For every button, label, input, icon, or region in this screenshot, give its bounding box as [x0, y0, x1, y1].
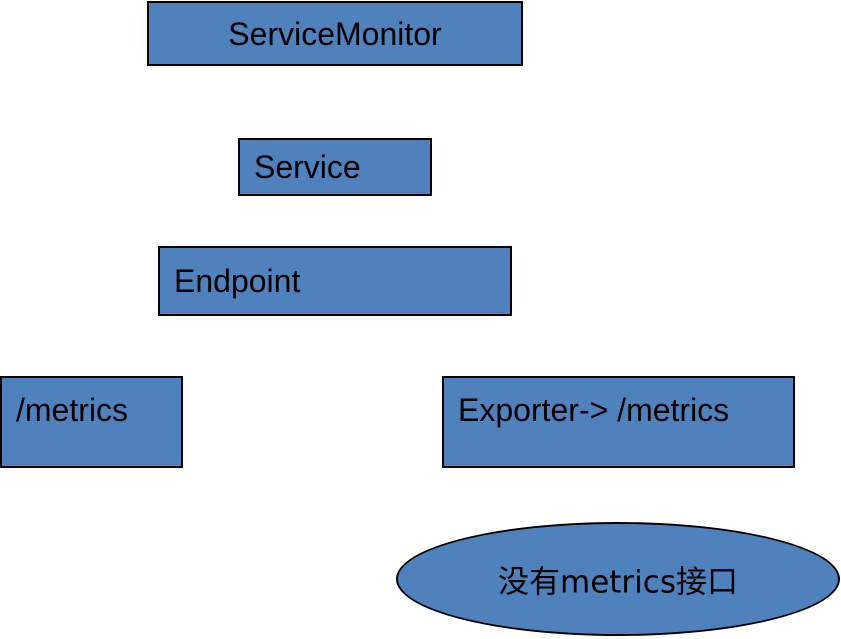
service-node: Service — [238, 138, 432, 196]
endpoint-label: Endpoint — [174, 263, 301, 299]
servicemonitor-node: ServiceMonitor — [147, 1, 523, 66]
service-label: Service — [254, 149, 361, 185]
no-metrics-interface-label: 没有metrics接口 — [498, 564, 738, 601]
metrics-node: /metrics — [0, 376, 183, 468]
arrow-endpoint-to-exporter — [334, 315, 620, 381]
exporter-node: Exporter-> /metrics — [442, 376, 795, 468]
servicemonitor-label: ServiceMonitor — [228, 15, 442, 52]
metrics-label: /metrics — [16, 392, 128, 428]
exporter-label: Exporter-> /metrics — [458, 392, 730, 428]
endpoint-node: Endpoint — [158, 246, 512, 316]
arrow-endpoint-to-metrics — [90, 315, 336, 380]
no-metrics-interface-node: 没有metrics接口 — [396, 522, 840, 636]
